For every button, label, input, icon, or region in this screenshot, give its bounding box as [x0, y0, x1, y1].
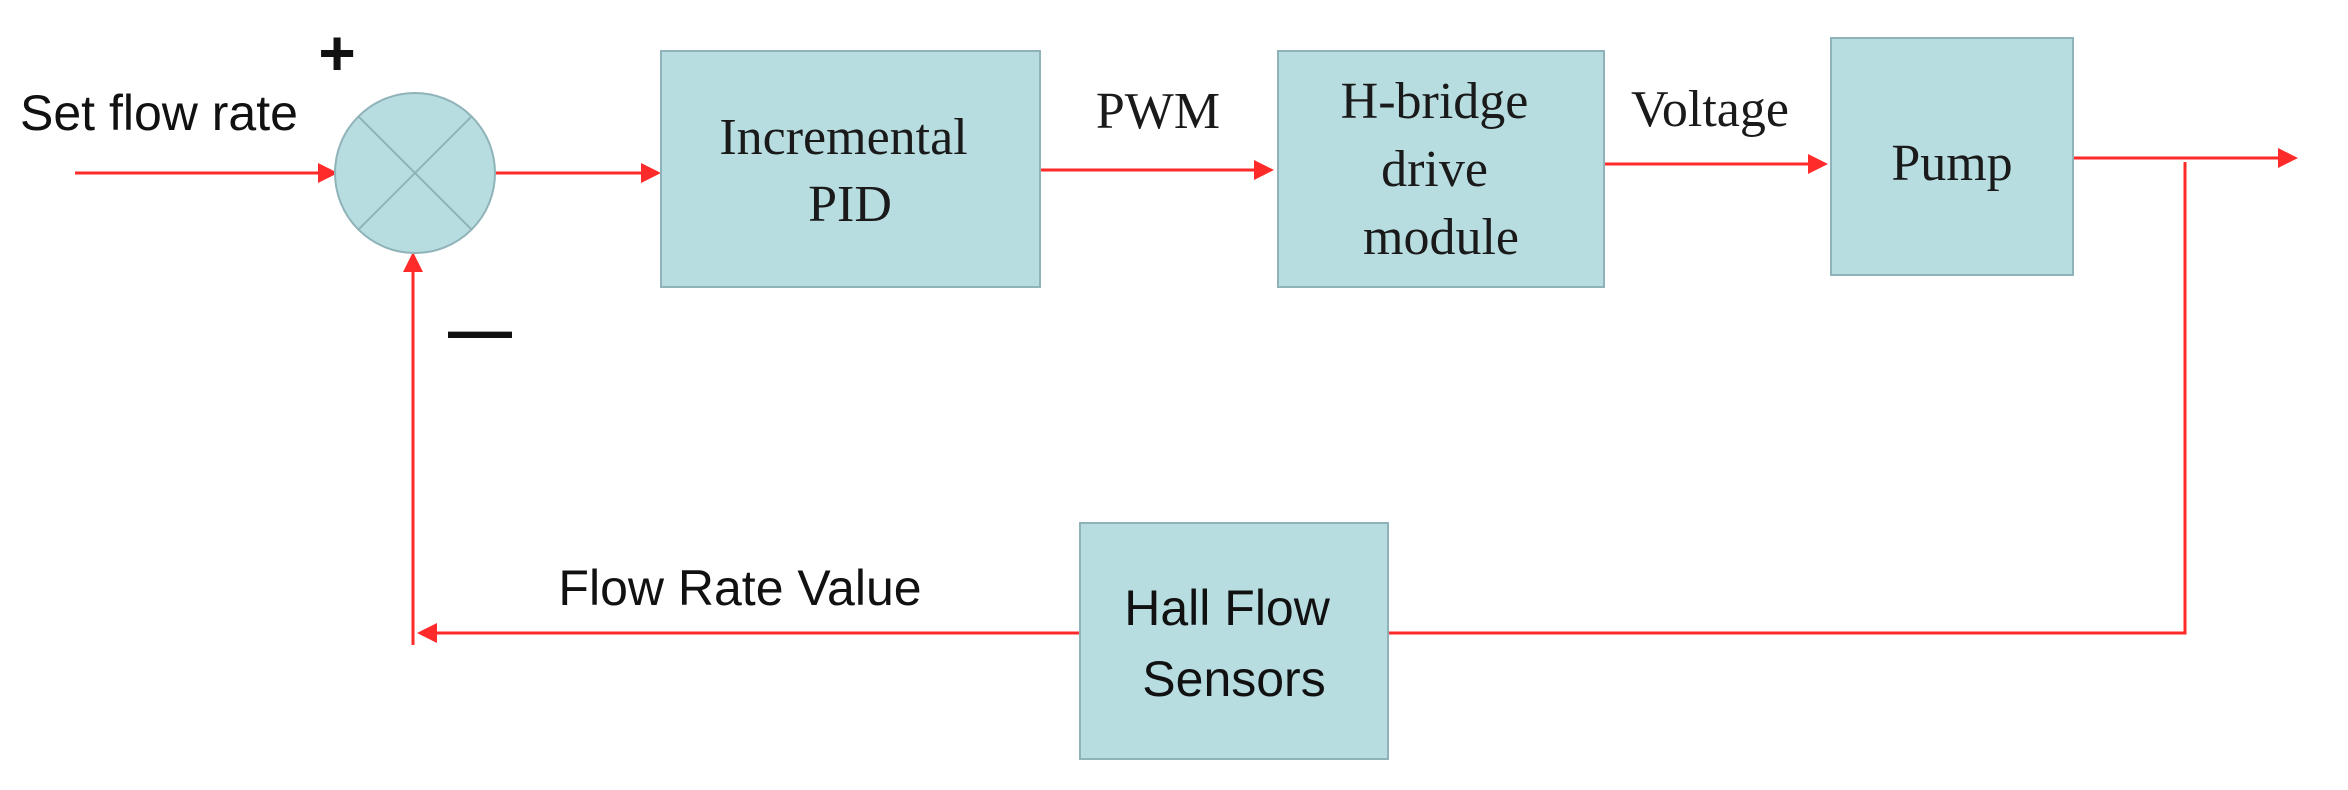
pump-block: Pump: [1830, 37, 2074, 276]
sensor-block-rect: [1079, 522, 1389, 760]
pid-label-line-2: PID: [808, 176, 892, 233]
hbridge-label-line-3: module: [1363, 209, 1519, 266]
output-arrowhead: [2278, 148, 2298, 168]
feedback-return-arrowhead: [417, 623, 437, 643]
minus-sign: —: [448, 294, 512, 366]
hbridge-label-line-2: drive: [1381, 141, 1488, 198]
sensor-block: Hall Flow Sensors: [1079, 522, 1389, 760]
feedback-tap-wire: [1388, 162, 2187, 635]
wires: [75, 148, 2298, 645]
input-arrowhead: [318, 163, 338, 183]
pid-block-rect: [660, 50, 1041, 288]
hbridge-label-line-1: H-bridge: [1341, 73, 1529, 130]
sensor-block-label: Hall Flow Sensors: [1124, 580, 1344, 707]
sensor-label-line-1: Hall Flow: [1124, 580, 1330, 636]
pump-block-label: Pump: [1891, 135, 2012, 192]
input-label: Set flow rate: [20, 85, 298, 141]
sensor-label-line-2: Sensors: [1142, 651, 1325, 707]
voltage-label: Voltage: [1631, 81, 1789, 138]
pid-block: Incremental PID: [660, 50, 1041, 288]
feedback-label: Flow Rate Value: [558, 560, 921, 616]
summing-junction: [334, 92, 496, 254]
pid-label-line-1: Incremental: [719, 109, 967, 166]
summing-junction-cross-b: [357, 115, 473, 231]
hbridge-block-rect: [1277, 50, 1605, 288]
feedback-up-arrowhead: [403, 252, 423, 272]
hbridge-block: H-bridge drive module: [1277, 50, 1605, 288]
pump-label-line-1: Pump: [1891, 135, 2012, 192]
pid-to-hbridge-arrowhead: [1254, 160, 1274, 180]
hbridge-block-label: H-bridge drive module: [1341, 73, 1542, 266]
plus-sign: +: [318, 17, 355, 89]
pwm-label: PWM: [1096, 83, 1220, 140]
hbridge-to-pump-arrowhead: [1808, 154, 1828, 174]
pid-block-label: Incremental PID: [719, 109, 980, 233]
sum-to-pid-arrowhead: [641, 163, 661, 183]
pump-block-rect: [1830, 37, 2074, 276]
